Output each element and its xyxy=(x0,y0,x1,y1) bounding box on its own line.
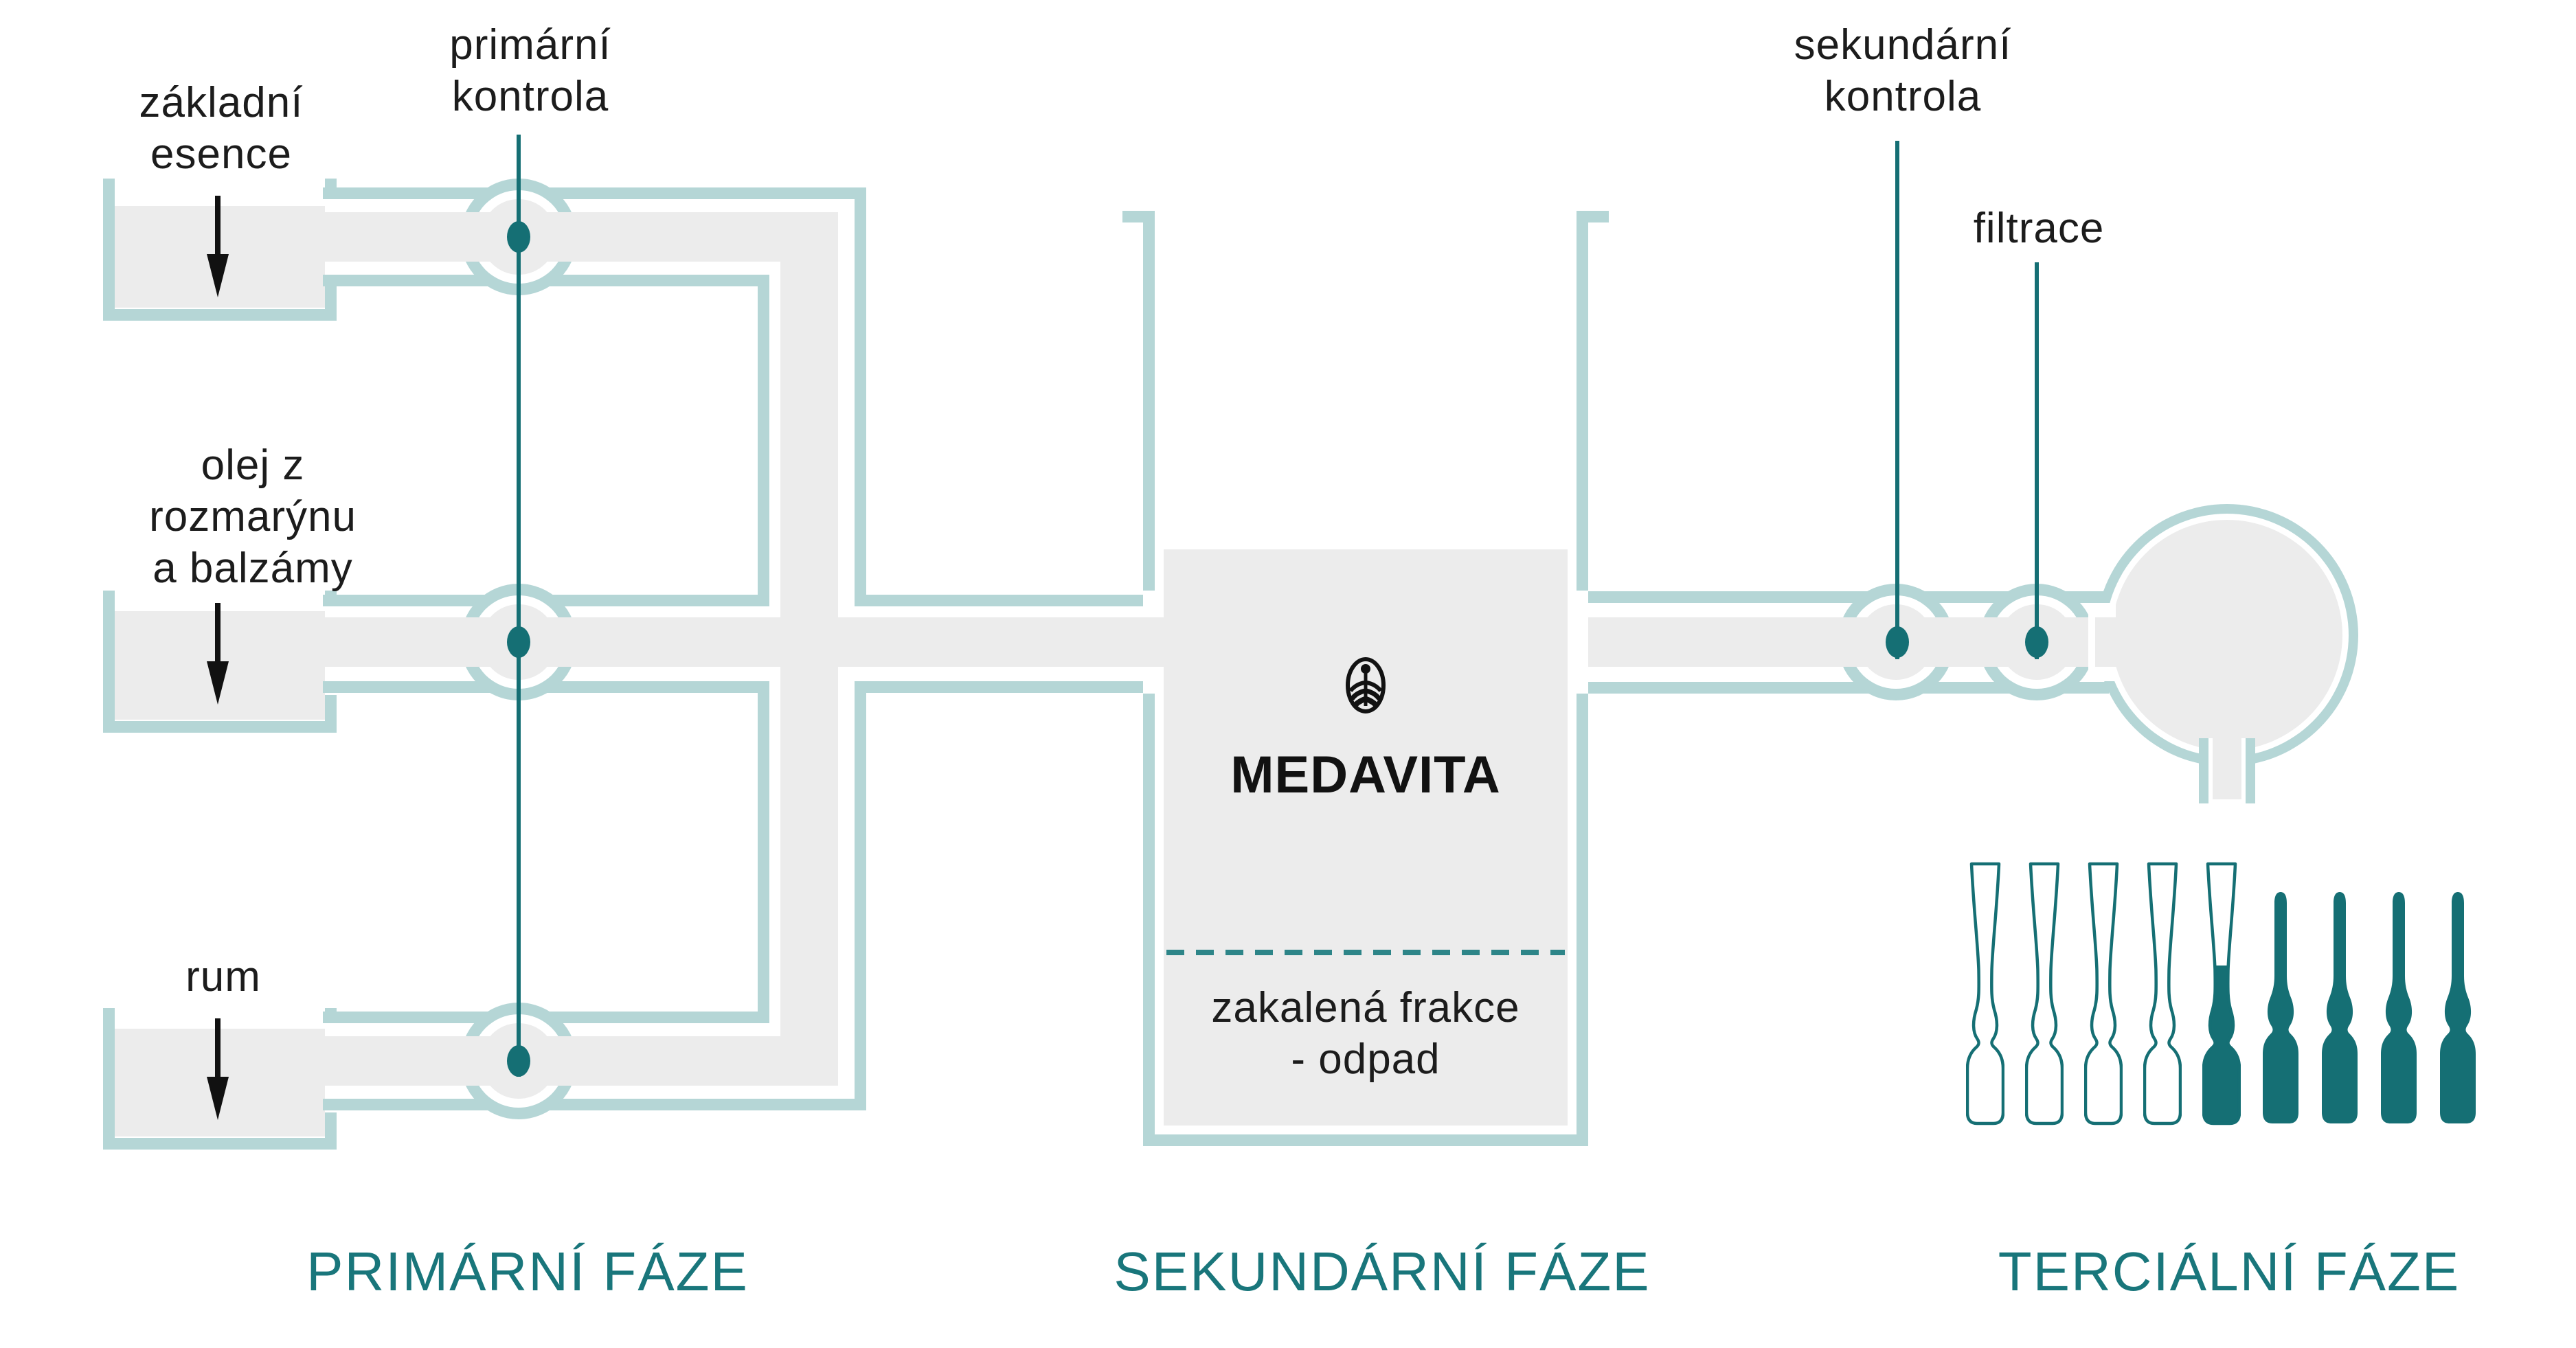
tank-left-wall-lower xyxy=(1143,694,1155,1134)
primary-phase-title: PRIMÁRNÍ FÁZE xyxy=(306,1241,749,1302)
vessel-outlet-border xyxy=(2246,738,2255,803)
tank-left-wall-tab xyxy=(1122,211,1155,222)
pipe3-core xyxy=(323,1036,838,1086)
pipe2-bottom-border-right xyxy=(855,681,1143,693)
secondary-phase-title: SEKUNDÁRNÍ FÁZE xyxy=(1114,1241,1651,1302)
ampoule-partial xyxy=(2202,860,2241,1128)
secondary-control-line xyxy=(1895,141,1899,659)
tank-left-wall-upper xyxy=(1143,211,1155,591)
vessel-outlet-gap xyxy=(2208,738,2213,803)
primary-control-label: primární kontrola xyxy=(449,21,611,120)
container-wall xyxy=(103,721,337,733)
input-label-zakladni-esence: základní esence xyxy=(139,79,304,178)
tank-bottom-border xyxy=(1143,1134,1588,1146)
primary-control-line xyxy=(517,135,521,1077)
input-arrow-down-icon xyxy=(207,1018,229,1120)
junction-right-wall-lower xyxy=(855,682,866,1110)
valve-dot-secondary xyxy=(1886,626,1909,658)
container-wall xyxy=(103,1008,115,1150)
pipe1-core xyxy=(323,212,838,262)
outlet-pipe-bottom-border xyxy=(1588,682,2109,694)
vessel-body xyxy=(2112,520,2342,751)
vessel-outlet-core xyxy=(2213,714,2241,799)
junction-left-wall-upper xyxy=(758,275,769,595)
ampoule-filled xyxy=(2261,860,2300,1128)
input-label-rum: rum xyxy=(185,953,261,1001)
filtration-control-line xyxy=(2035,262,2039,659)
valve-dot-filtration xyxy=(2025,626,2048,658)
pipe3-bottom-border xyxy=(323,1099,866,1110)
tank-waste-note: zakalená frakce - odpad xyxy=(1211,984,1520,1083)
junction-left-wall-lower xyxy=(758,693,769,1023)
outlet-pipe-core xyxy=(1588,617,2138,667)
ampoule-filled xyxy=(2320,860,2359,1128)
container-wall xyxy=(103,179,115,321)
valve-dot-primary-2 xyxy=(507,626,530,658)
tank-right-wall-upper xyxy=(1577,211,1588,591)
ampoule-empty xyxy=(2143,860,2182,1128)
ampoule-empty xyxy=(2084,860,2123,1128)
input-arrow-down-icon xyxy=(207,603,229,705)
container-wall xyxy=(103,309,337,321)
vessel-outlet-border xyxy=(2199,738,2208,803)
input-label-olej: olej z rozmarýnu a balzámy xyxy=(149,442,357,592)
tank-body xyxy=(1164,549,1568,1126)
ampoule-filled xyxy=(2380,860,2418,1128)
ampoule-filled xyxy=(2439,860,2477,1128)
tank-right-wall-tab xyxy=(1577,211,1609,222)
junction-right-wall-upper xyxy=(855,187,866,606)
medavita-logo-icon xyxy=(1346,657,1386,713)
secondary-control-label: sekundární kontrola xyxy=(1794,21,2012,120)
brand-name: MEDAVITA xyxy=(1230,746,1501,804)
tertiary-phase-title: TERCIÁLNÍ FÁZE xyxy=(1998,1241,2461,1302)
container-wall xyxy=(103,1138,337,1150)
vessel-inlet-bridge xyxy=(2095,617,2150,667)
tank-right-wall-lower xyxy=(1577,694,1588,1134)
ampoule-empty xyxy=(2025,860,2064,1128)
valve-dot-primary-3 xyxy=(507,1045,530,1077)
valve-dot-primary-1 xyxy=(507,221,530,253)
waste-level-dashed-line xyxy=(1166,950,1565,955)
input-arrow-down-icon xyxy=(207,196,229,297)
pipe2-core xyxy=(323,617,1168,667)
ampoule-empty xyxy=(1966,860,2004,1128)
outlet-pipe-top-border xyxy=(1588,591,2109,603)
vessel-outlet-gap xyxy=(2241,738,2246,803)
ampoule-row xyxy=(1966,860,2477,1128)
container-wall xyxy=(103,591,115,733)
pipe1-top-border xyxy=(323,187,866,199)
pipe2-top-border-right xyxy=(855,595,1143,606)
filtration-label: filtrace xyxy=(1973,205,2105,252)
